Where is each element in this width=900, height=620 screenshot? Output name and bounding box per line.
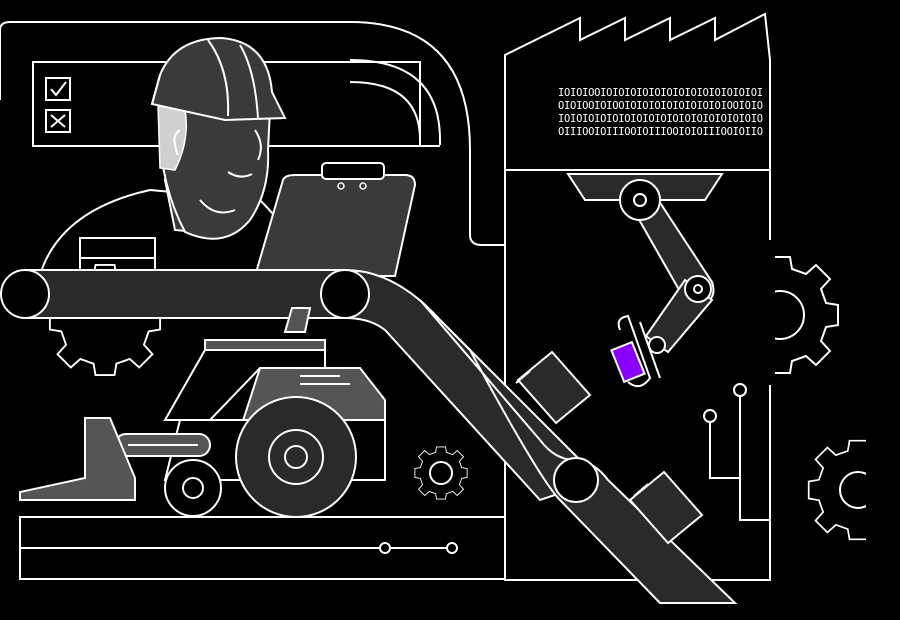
robot-arm-icon (566, 173, 724, 388)
binary-code-row-4: OIIIOOIOIIIOOIOIIIOOIOIOIIIOOIOIIO (558, 126, 763, 138)
binary-code-row-3: IOIOIOIOIOIOIOIOIOIOIOIOIOIOIOIOIO (558, 113, 763, 125)
binary-code-row-1: IOIOIOOIOIOIOIOIOIOIOIOIOIOIOIOIOI (558, 87, 763, 99)
base-platform (19, 516, 506, 580)
bulldozer (19, 307, 386, 518)
conveyor-belt-diagonal (419, 299, 738, 604)
gear-icon (700, 240, 839, 385)
gear-icon (414, 446, 468, 500)
binary-code-row-2: OIOIOOIOIOOIOIOIOIOIOIOIOIOIOOIOIO (558, 100, 763, 112)
worker (38, 98, 360, 277)
checkbox-checked-icon (45, 77, 71, 101)
circuit-lines (703, 383, 770, 521)
checkbox-crossed-icon (45, 109, 71, 133)
clipboard (253, 162, 417, 277)
gear-icon (807, 420, 900, 560)
hard-hat-icon (150, 36, 287, 122)
